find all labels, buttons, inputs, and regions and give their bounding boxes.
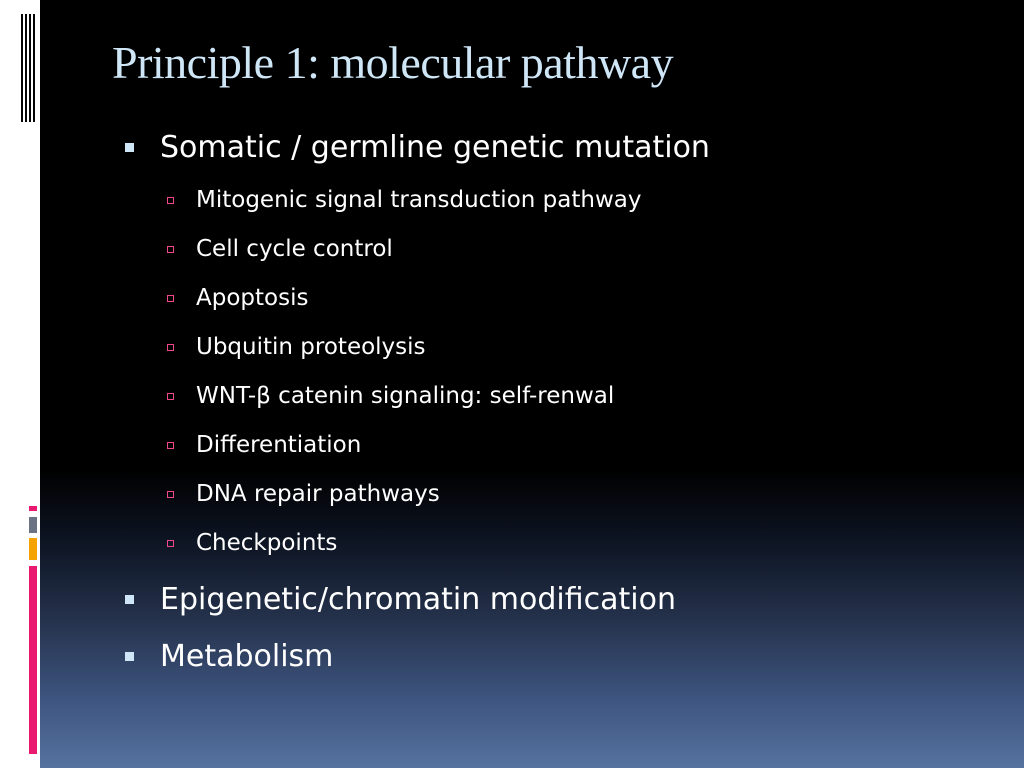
hollow-square-bullet-icon bbox=[167, 442, 174, 449]
bullet-item: Metabolism bbox=[125, 639, 334, 675]
square-bullet-icon bbox=[125, 595, 134, 604]
vertical-stripes-decoration bbox=[21, 14, 35, 122]
hollow-square-bullet-icon bbox=[167, 246, 174, 253]
hollow-square-bullet-icon bbox=[167, 491, 174, 498]
hollow-square-bullet-icon bbox=[167, 540, 174, 547]
sub-bullet-item: Mitogenic signal transduction pathway bbox=[167, 185, 642, 215]
sub-bullet-item: Differentiation bbox=[167, 430, 362, 460]
sub-bullet-text: Apoptosis bbox=[196, 285, 309, 311]
sub-bullet-text: Differentiation bbox=[196, 432, 362, 458]
sub-bullet-item: Checkpoints bbox=[167, 528, 338, 558]
hollow-square-bullet-icon bbox=[167, 295, 174, 302]
square-bullet-icon bbox=[125, 143, 134, 152]
sub-bullet-text: DNA repair pathways bbox=[196, 481, 440, 507]
bullet-text: Epigenetic/chromatin modification bbox=[160, 582, 676, 617]
bullet-item: Epigenetic/chromatin modification bbox=[125, 582, 676, 618]
accent-bar-pink-top bbox=[29, 506, 37, 511]
sub-bullet-item: WNT-β catenin signaling: self-renwal bbox=[167, 381, 615, 411]
hollow-square-bullet-icon bbox=[167, 344, 174, 351]
square-bullet-icon bbox=[125, 652, 134, 661]
sub-bullet-item: Cell cycle control bbox=[167, 234, 393, 264]
slide-title: Principle 1: molecular pathway bbox=[112, 37, 674, 88]
bullet-text: Somatic / germline genetic mutation bbox=[160, 130, 710, 165]
sub-bullet-text: Mitogenic signal transduction pathway bbox=[196, 187, 642, 213]
side-decoration-strip bbox=[0, 0, 40, 768]
sub-bullet-text: Checkpoints bbox=[196, 530, 338, 556]
accent-bar-pink bbox=[29, 566, 37, 754]
bullet-item: Somatic / germline genetic mutation bbox=[125, 130, 710, 166]
sub-bullet-item: DNA repair pathways bbox=[167, 479, 440, 509]
accent-bar-gray bbox=[29, 517, 37, 533]
sub-bullet-item: Apoptosis bbox=[167, 283, 309, 313]
accent-bar-orange bbox=[29, 538, 37, 560]
hollow-square-bullet-icon bbox=[167, 197, 174, 204]
sub-bullet-item: Ubquitin proteolysis bbox=[167, 332, 426, 362]
sub-bullet-text: Ubquitin proteolysis bbox=[196, 334, 426, 360]
hollow-square-bullet-icon bbox=[167, 393, 174, 400]
bullet-text: Metabolism bbox=[160, 639, 334, 674]
sub-bullet-text: WNT-β catenin signaling: self-renwal bbox=[196, 383, 615, 409]
sub-bullet-text: Cell cycle control bbox=[196, 236, 393, 262]
